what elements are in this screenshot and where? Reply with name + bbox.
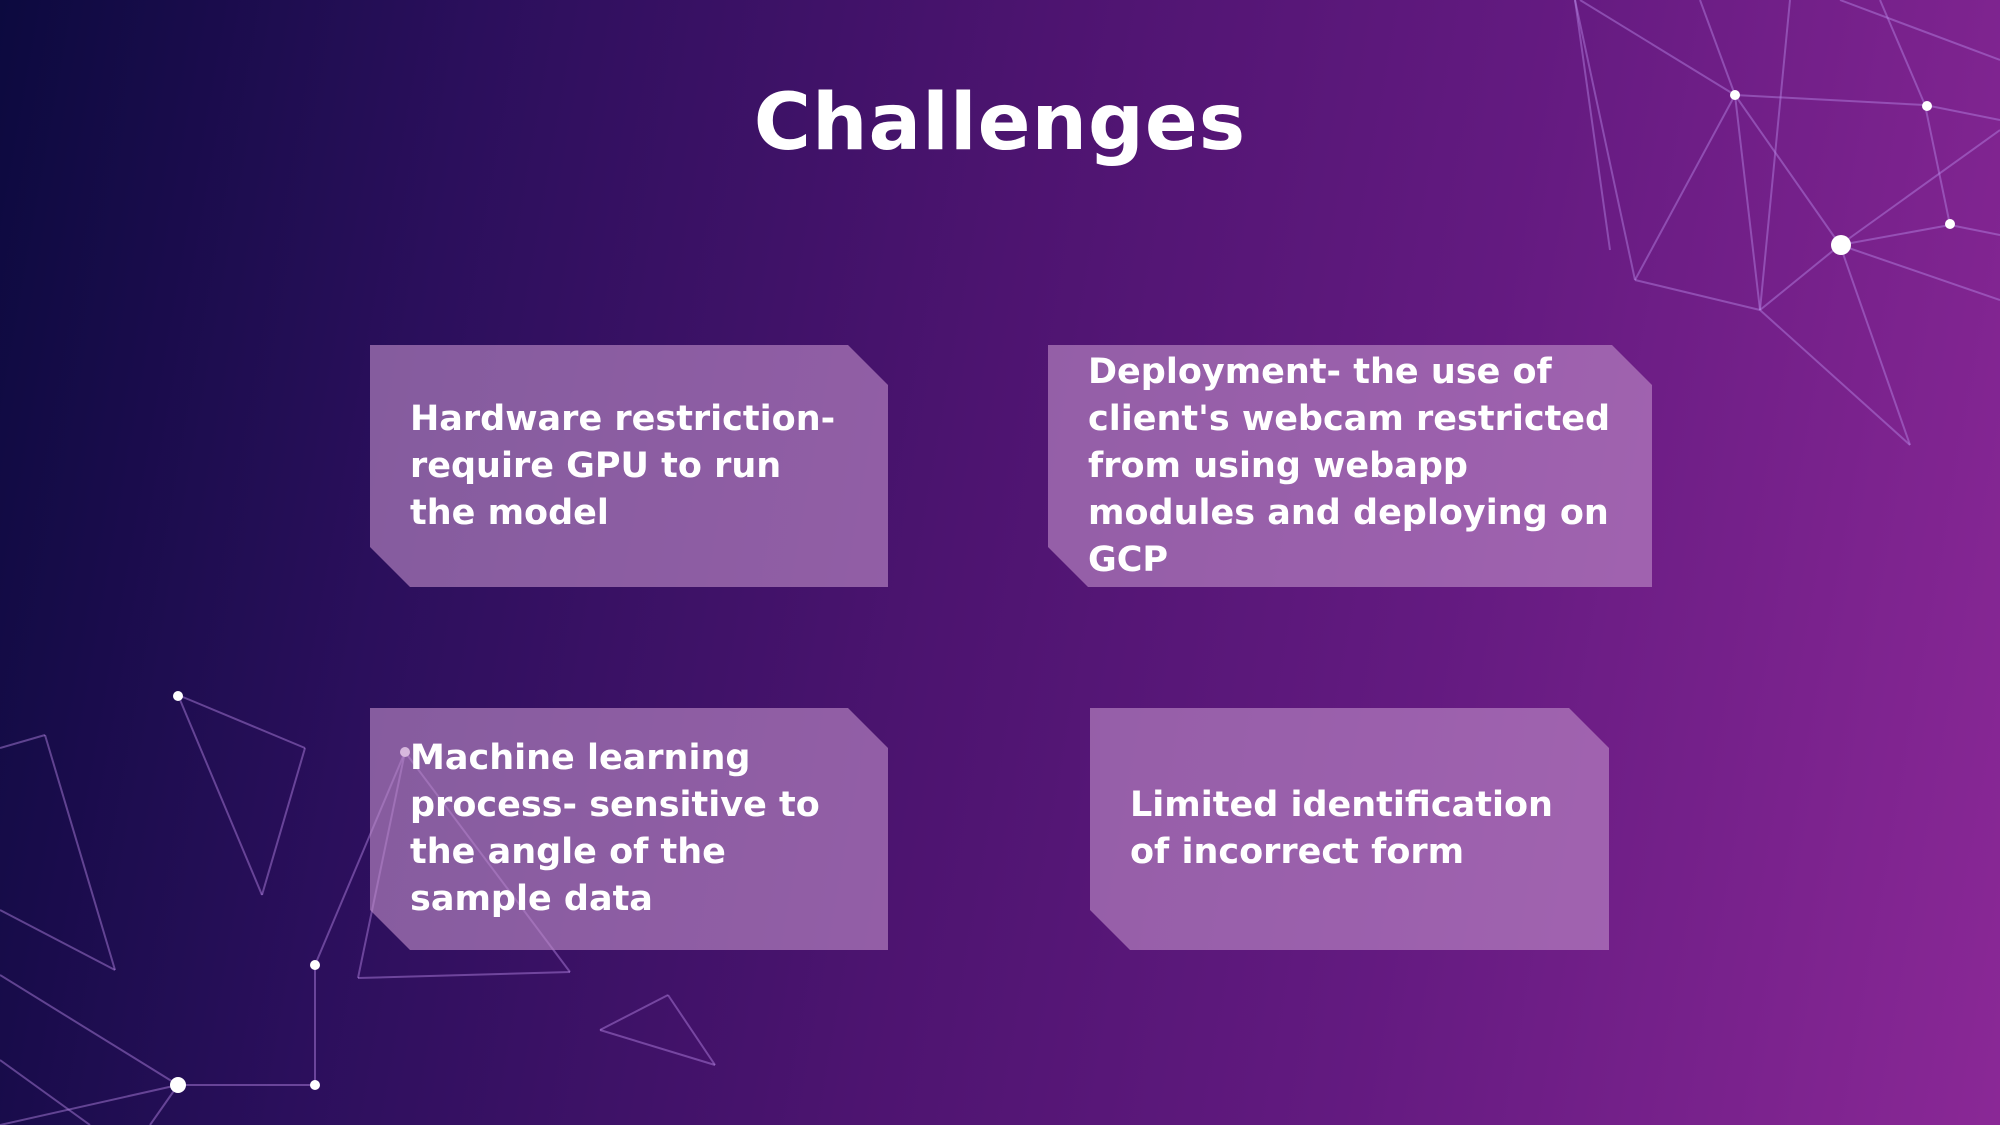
- challenge-card-form-identification: Limited identification of incorrect form: [1090, 708, 1609, 950]
- challenge-card-text: Limited identification of incorrect form: [1130, 785, 1553, 872]
- challenge-card-hardware: Hardware restriction- require GPU to run…: [370, 345, 888, 587]
- challenge-card-ml-process: Machine learning process- sensitive to t…: [370, 708, 888, 950]
- challenge-card-text: Deployment- the use of client's webcam r…: [1088, 351, 1611, 580]
- challenge-card-text: Hardware restriction- require GPU to run…: [410, 398, 836, 533]
- challenge-card-deployment: Deployment- the use of client's webcam r…: [1048, 345, 1652, 587]
- challenge-card-text: Machine learning process- sensitive to t…: [410, 738, 820, 919]
- slide-title: Challenges: [753, 78, 1247, 168]
